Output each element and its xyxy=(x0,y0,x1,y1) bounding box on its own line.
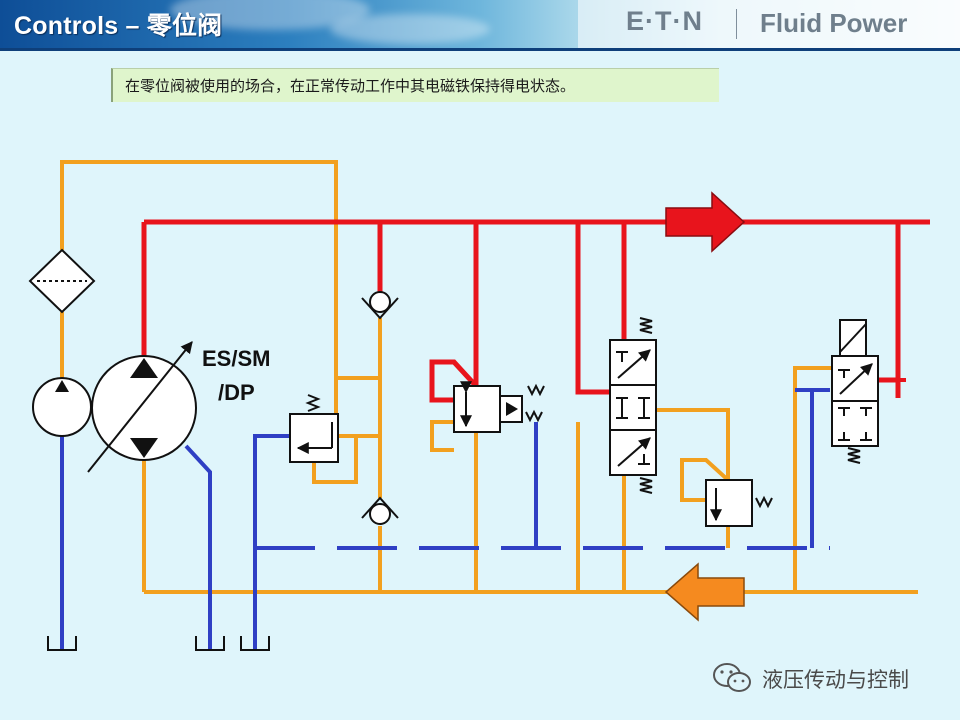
pump-drain-line xyxy=(184,444,212,650)
left-relief-return-line xyxy=(312,436,358,484)
upper-check-valve-icon xyxy=(361,291,399,320)
tank-icon xyxy=(47,636,77,651)
boost-pump-icon xyxy=(32,377,92,437)
note-box: 在零位阀被使用的场合，在正常传动工作中其电磁铁保持得电状态。 xyxy=(111,68,719,102)
dir-valve-pressure-a xyxy=(575,222,610,395)
relief-drain-line xyxy=(253,434,290,650)
tank-icons xyxy=(47,636,270,651)
return-flow-arrow-icon xyxy=(664,562,745,622)
relief-link-line xyxy=(334,378,380,438)
filter-return-line xyxy=(60,160,378,380)
pump-label-line2: /DP xyxy=(218,380,255,405)
pressure-lines xyxy=(141,219,930,403)
spring-icon xyxy=(525,409,543,423)
spring-icon xyxy=(847,447,861,464)
brand-divider xyxy=(736,9,737,39)
pump-label-line1: ES/SM xyxy=(202,346,270,371)
spring-icon xyxy=(305,394,321,412)
solenoid-valve-return-line xyxy=(793,366,832,592)
spring-icon xyxy=(639,317,653,334)
return-lines xyxy=(60,160,918,594)
tank-icon xyxy=(195,636,225,651)
main-pump-icon xyxy=(87,341,197,473)
header-banner: Controls – 零位阀 E·T·N Fluid Power xyxy=(0,0,960,48)
watermark-text: 液压传动与控制 xyxy=(762,668,909,692)
middle-relief-valve-icon xyxy=(453,381,545,433)
spring-icon xyxy=(527,383,545,397)
solenoid-pressure-line xyxy=(878,222,901,383)
tank-icon xyxy=(240,636,270,651)
brand-panel xyxy=(578,0,960,48)
solenoid-valve-icon xyxy=(831,319,906,464)
brand-tagline: Fluid Power xyxy=(760,8,908,38)
filter-icon xyxy=(28,248,96,314)
header-cloud xyxy=(330,14,490,44)
relief-pilot-line xyxy=(429,359,478,403)
pressure-flow-arrow-icon xyxy=(665,191,746,253)
left-relief-valve-icon xyxy=(289,394,339,463)
dir-valve-to-relief-line xyxy=(638,408,730,480)
right-relief-valve-icon xyxy=(705,479,773,527)
header-rule xyxy=(0,48,960,51)
directional-valve-icon xyxy=(609,317,657,494)
drain-lines xyxy=(60,388,830,650)
lower-check-valve-icon xyxy=(361,496,399,525)
spring-icon xyxy=(639,477,653,494)
right-relief-loop-line xyxy=(680,458,730,502)
brand-logo: E·T·N xyxy=(626,6,703,36)
spring-icon xyxy=(755,495,773,509)
wechat-icon xyxy=(713,663,751,692)
middle-relief-loop-line xyxy=(430,420,454,452)
page-title: Controls – 零位阀 xyxy=(14,12,223,40)
